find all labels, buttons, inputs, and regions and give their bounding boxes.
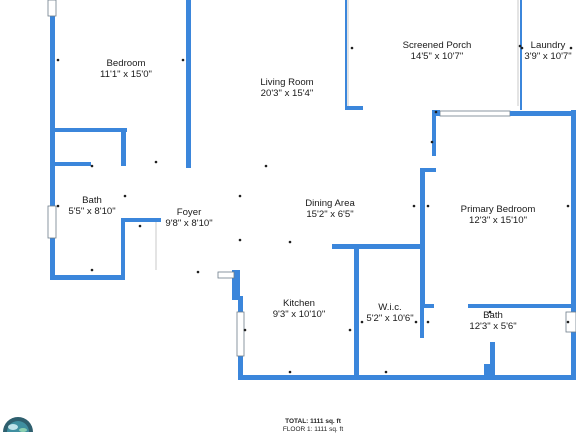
room-dims: 20'3" x 15'4" xyxy=(260,88,313,99)
room-name: Bath xyxy=(469,310,516,321)
room-label-primary-bedroom: Primary Bedroom 12'3" x 15'10" xyxy=(461,204,536,226)
window xyxy=(48,206,56,238)
room-name: Kitchen xyxy=(273,298,326,309)
room-label-wic: W.i.c. 5'2" x 10'6" xyxy=(366,302,413,324)
room-name: Living Room xyxy=(260,77,313,88)
wall xyxy=(50,16,55,280)
room-dims: 5'5" x 8'10" xyxy=(68,206,115,217)
window xyxy=(48,0,56,16)
room-label-dining-area: Dining Area 15'2" x 6'5" xyxy=(305,198,355,220)
wall xyxy=(186,0,191,168)
room-dims: 14'5" x 10'7" xyxy=(403,51,472,62)
wall xyxy=(354,244,359,378)
room-dims: 3'9" x 10'7" xyxy=(524,51,571,62)
wall xyxy=(360,244,422,249)
area-totals: TOTAL: 1111 sq. ft FLOOR 1: 1111 sq. ft xyxy=(283,418,343,433)
wall xyxy=(468,304,571,308)
wall xyxy=(510,111,576,116)
wall xyxy=(420,168,425,308)
wall xyxy=(571,110,576,380)
wall xyxy=(121,218,125,280)
room-dims: 5'2" x 10'6" xyxy=(366,313,413,324)
room-name: Dining Area xyxy=(305,198,355,209)
room-name: Bedroom xyxy=(100,58,152,69)
wall xyxy=(121,128,126,166)
wall xyxy=(345,0,347,110)
wall xyxy=(520,0,522,110)
room-label-bedroom: Bedroom 11'1" x 15'0" xyxy=(100,58,152,80)
total-area: TOTAL: 1111 sq. ft xyxy=(283,418,343,426)
globe-logo-icon xyxy=(0,408,36,432)
room-dims: 15'2" x 6'5" xyxy=(305,209,355,220)
room-dims: 9'8" x 8'10" xyxy=(165,218,212,229)
wall xyxy=(121,218,161,222)
room-name: W.i.c. xyxy=(366,302,413,313)
room-dims: 9'3" x 10'10" xyxy=(273,309,326,320)
room-name: Laundry xyxy=(524,40,571,51)
room-dims: 12'3" x 15'10" xyxy=(461,215,536,226)
wall xyxy=(420,308,424,338)
window xyxy=(218,272,234,278)
wall xyxy=(50,275,125,280)
room-name: Bath xyxy=(68,195,115,206)
room-name: Foyer xyxy=(165,207,212,218)
room-name: Screened Porch xyxy=(403,40,472,51)
room-name: Primary Bedroom xyxy=(461,204,536,215)
wall xyxy=(420,304,434,308)
room-label-primary-bath: Bath 12'3" x 5'6" xyxy=(469,310,516,332)
wall xyxy=(345,106,363,110)
wall xyxy=(238,375,576,380)
window xyxy=(237,312,244,356)
window xyxy=(440,111,510,116)
room-label-screened-porch: Screened Porch 14'5" x 10'7" xyxy=(403,40,472,62)
room-label-bath: Bath 5'5" x 8'10" xyxy=(68,195,115,217)
room-label-laundry: Laundry 3'9" x 10'7" xyxy=(524,40,571,62)
room-label-living-room: Living Room 20'3" x 15'4" xyxy=(260,77,313,99)
room-label-kitchen: Kitchen 9'3" x 10'10" xyxy=(273,298,326,320)
wall xyxy=(432,116,436,156)
wall xyxy=(420,168,436,172)
wall xyxy=(55,128,127,132)
room-label-foyer: Foyer 9'8" x 8'10" xyxy=(165,207,212,229)
room-dims: 12'3" x 5'6" xyxy=(469,321,516,332)
room-dims: 11'1" x 15'0" xyxy=(100,69,152,80)
wall xyxy=(55,162,91,166)
